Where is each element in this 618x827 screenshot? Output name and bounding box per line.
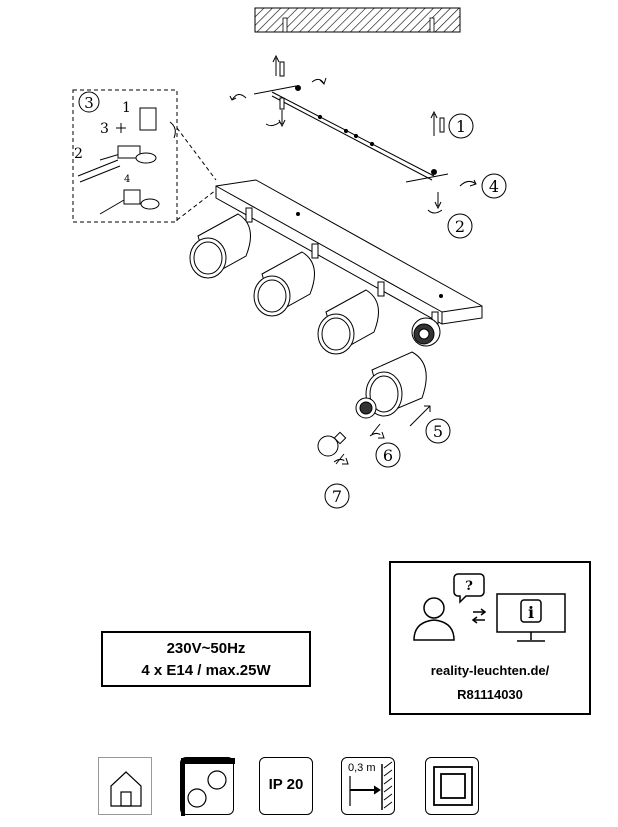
step-3-label: 3 [84, 94, 94, 112]
wiring-detail: 3 1 2 3 4 [72, 89, 217, 223]
ceiling-lamp-icon [181, 758, 235, 816]
article-number: R81114030 [457, 687, 523, 702]
indoor-use-icon [98, 757, 152, 815]
light-bulb [317, 431, 349, 465]
mounting-bracket [253, 85, 449, 183]
info-i-symbol: i [528, 603, 534, 622]
voltage-label: 230V~50Hz [166, 640, 246, 657]
distance-arrow-icon [349, 761, 393, 810]
bracket-screws [229, 54, 477, 214]
website-url: reality-leuchten.de/ [430, 663, 550, 678]
ceiling-mount-icon [180, 757, 235, 816]
step-1-label: 1 [456, 117, 466, 136]
question-mark: ? [465, 579, 473, 594]
spotlight-shade [365, 351, 427, 417]
ip20-icon: IP 20 [259, 757, 313, 815]
arrow-step-5 [409, 405, 431, 427]
step-6-label: 6 [383, 446, 393, 465]
support-person-icon [413, 573, 487, 641]
double-square-icon [433, 766, 473, 806]
spotlight-2 [253, 243, 319, 317]
detail-step-4: 4 [124, 174, 130, 185]
protection-class-2-icon [425, 757, 479, 815]
ceiling [254, 7, 461, 33]
step-5-label: 5 [433, 422, 443, 441]
detail-step-1: 1 [122, 100, 131, 116]
step-7-label: 7 [332, 487, 342, 506]
monitor-icon [496, 593, 566, 642]
distance-label: 0,3 m [348, 762, 376, 774]
step-4-label: 4 [489, 177, 499, 196]
step-2-label: 2 [455, 217, 465, 236]
electrical-specs: 230V~50Hz 4 x E14 / max.25W [101, 631, 311, 687]
socket-ring [355, 397, 385, 439]
distance-icon: 0,3 m [341, 757, 395, 815]
house-icon [110, 771, 142, 807]
info-box: reality-leuchten.de/ R81114030 [389, 561, 591, 715]
spotlight-1 [189, 207, 253, 279]
lamp-base [215, 179, 483, 325]
detail-step-2: 2 [74, 146, 83, 162]
ip-rating-label: IP 20 [268, 776, 304, 793]
step-markers [324, 113, 507, 509]
detail-step-3: 3 [100, 121, 109, 137]
spotlight-3 [317, 281, 385, 355]
bulb-spec-label: 4 x E14 / max.25W [141, 662, 271, 679]
lamp-socket [411, 311, 441, 347]
